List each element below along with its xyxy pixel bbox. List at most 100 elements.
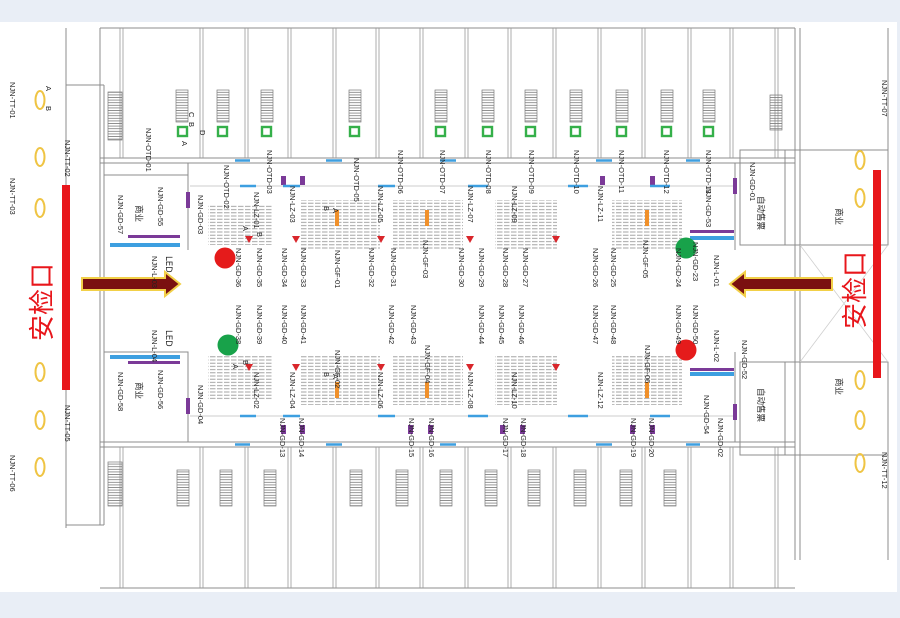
seat-marker: [645, 210, 649, 226]
turnstile-gate-icon: [854, 453, 866, 473]
plan-sheet: [0, 22, 897, 592]
exit-gates: [34, 90, 866, 477]
purple-marker: [650, 425, 655, 434]
stair-icon: [619, 469, 633, 507]
blue-marker: [690, 236, 734, 240]
turnstile-gate-icon: [34, 90, 46, 110]
red-status-dot-icon: [675, 339, 697, 361]
stair-icon: [176, 469, 190, 507]
stair-icon: [573, 469, 587, 507]
stair-icon: [263, 469, 277, 507]
purple-marker: [186, 398, 190, 414]
stair-icon: [395, 469, 409, 507]
left-security-checkpoint-label: 安检口: [28, 262, 58, 342]
platform-divider-wall: [287, 28, 292, 588]
gate-machines: [176, 125, 715, 138]
purple-marker: [128, 235, 180, 238]
right-entrance-bar: [873, 170, 881, 378]
stair-icon: [660, 89, 674, 123]
seating-block: [495, 355, 557, 405]
stairs: [107, 89, 783, 507]
seat-marker: [425, 210, 429, 226]
triangle-marker: [552, 364, 560, 371]
platform-divider-wall: [507, 28, 512, 588]
platform-divider-wall: [464, 28, 469, 588]
platform-divider-wall: [332, 28, 337, 588]
stair-icon: [569, 89, 583, 123]
green-status-dot-icon: [675, 237, 697, 259]
ticket-gate-machine-icon: [660, 125, 673, 138]
red-status-dot-icon: [214, 247, 236, 269]
ticket-gate-machine-icon: [569, 125, 582, 138]
turnstile-gate-icon: [854, 188, 866, 208]
stair-icon: [663, 469, 677, 507]
triangle-marker: [466, 236, 474, 243]
platform-divider-wall: [729, 28, 734, 588]
turnstile-gate-icon: [854, 150, 866, 170]
purple-marker: [408, 425, 413, 434]
turnstile-gate-icon: [854, 370, 866, 390]
inner-hall-lines: [190, 185, 735, 417]
ticket-gate-machine-icon: [176, 125, 189, 138]
purple-marker: [690, 230, 734, 233]
stair-icon: [434, 89, 448, 123]
purple-marker: [630, 425, 635, 434]
turnstile-gate-icon: [854, 410, 866, 430]
stair-icon: [348, 89, 362, 123]
platform-divider-wall: [597, 28, 602, 588]
ticket-gate-machine-icon: [434, 125, 447, 138]
stair-icon: [349, 469, 363, 507]
ticket-gate-machine-icon: [348, 125, 361, 138]
ticket-gate-machine-icon: [615, 125, 628, 138]
seating-block: [495, 200, 557, 250]
triangle-marker: [292, 236, 300, 243]
ticket-gate-machine-icon: [216, 125, 229, 138]
seating-block: [208, 205, 272, 245]
stair-icon: [107, 461, 123, 507]
stair-icon: [702, 89, 716, 123]
stair-icon: [524, 89, 538, 123]
purple-marker: [300, 176, 305, 185]
purple-marker: [300, 425, 305, 434]
stair-icon: [219, 469, 233, 507]
platform-divider-wall: [552, 28, 557, 588]
ticket-gate-machine-icon: [481, 125, 494, 138]
entry-direction-arrow-icon: [81, 269, 182, 299]
seating-block: [300, 200, 380, 250]
seating-block: [208, 355, 272, 400]
seating-block: [300, 355, 380, 405]
stair-icon: [107, 91, 123, 141]
triangle-marker: [377, 364, 385, 371]
ticket-gate-machine-icon: [260, 125, 273, 138]
stair-icon: [439, 469, 453, 507]
equipment-markers: [110, 159, 737, 446]
turnstile-gate-icon: [34, 457, 46, 477]
purple-marker: [650, 176, 655, 185]
stair-icon: [216, 89, 230, 123]
triangle-marker: [466, 364, 474, 371]
triangle-marker: [292, 364, 300, 371]
seat-marker: [335, 382, 339, 398]
turnstile-gate-icon: [34, 147, 46, 167]
purple-marker: [733, 178, 737, 194]
stair-icon: [527, 469, 541, 507]
purple-marker: [690, 368, 734, 371]
platform-divider-wall: [419, 28, 424, 588]
blue-marker: [690, 372, 734, 376]
triangle-marker: [245, 236, 253, 243]
platform-divider-wall: [244, 28, 249, 588]
seat-marker: [335, 210, 339, 226]
platform-divider-wall: [375, 28, 380, 588]
purple-marker: [128, 361, 180, 364]
triangle-marker: [377, 236, 385, 243]
stair-icon: [484, 469, 498, 507]
platform-divider-wall: [774, 28, 779, 588]
stair-icon: [481, 89, 495, 123]
turnstile-gate-icon: [34, 198, 46, 218]
purple-marker: [733, 404, 737, 420]
right-security-checkpoint-label: 安检口: [841, 250, 871, 330]
turnstile-gate-icon: [34, 362, 46, 382]
stair-icon: [769, 94, 783, 131]
seat-marker: [645, 382, 649, 398]
green-status-dot-icon: [217, 334, 239, 356]
